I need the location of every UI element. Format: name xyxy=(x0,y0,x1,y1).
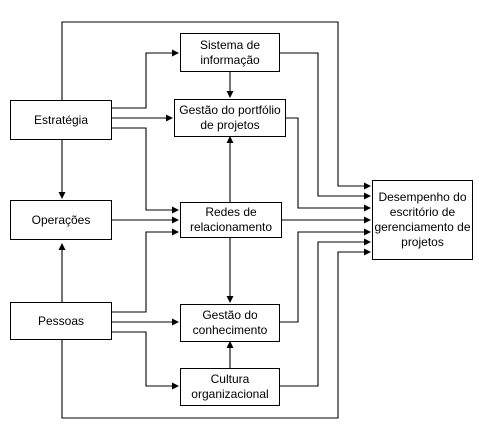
edge-estrategia-sistema xyxy=(112,49,179,109)
node-desempenho: Desempenho do escritório de gerenciament… xyxy=(372,180,473,260)
edge-conhecimento-desempenho xyxy=(280,228,371,323)
node-redes-relacionamento-label: Redes de relacionamento xyxy=(189,205,273,234)
node-gestao-conhecimento-label: Gestão do conhecimento xyxy=(192,308,268,337)
edge-estrategia-redes xyxy=(112,127,179,214)
node-gestao-portfolio-label: Gestão do portfólio de projetos xyxy=(179,103,281,132)
node-pessoas: Pessoas xyxy=(10,302,112,340)
node-cultura-organizacional-label: Cultura organizacional xyxy=(191,372,269,401)
node-operacoes-label: Operações xyxy=(31,212,91,227)
node-estrategia: Estratégia xyxy=(10,100,112,140)
node-gestao-conhecimento: Gestão do conhecimento xyxy=(180,304,280,342)
node-operacoes: Operações xyxy=(10,200,112,240)
node-gestao-portfolio: Gestão do portfólio de projetos xyxy=(174,99,286,137)
edge-portfolio-desempenho xyxy=(286,117,371,212)
edge-estrategia-desempenho-top xyxy=(61,21,371,190)
edge-pessoas-cultura xyxy=(112,331,179,390)
edge-sistema-desempenho xyxy=(280,52,371,200)
node-sistema-informacao: Sistema de informação xyxy=(180,33,280,72)
node-estrategia-label: Estratégia xyxy=(33,112,89,127)
edge-pessoas-redes xyxy=(112,228,179,313)
node-redes-relacionamento: Redes de relacionamento xyxy=(180,202,282,238)
edge-pessoas-desempenho-bottom xyxy=(61,248,371,419)
node-sistema-informacao-label: Sistema de informação xyxy=(199,37,261,67)
node-pessoas-label: Pessoas xyxy=(37,313,85,328)
edge-cultura-desempenho xyxy=(280,238,371,387)
node-desempenho-label: Desempenho do escritório de gerenciament… xyxy=(374,190,471,249)
node-cultura-organizacional: Cultura organizacional xyxy=(180,368,280,406)
